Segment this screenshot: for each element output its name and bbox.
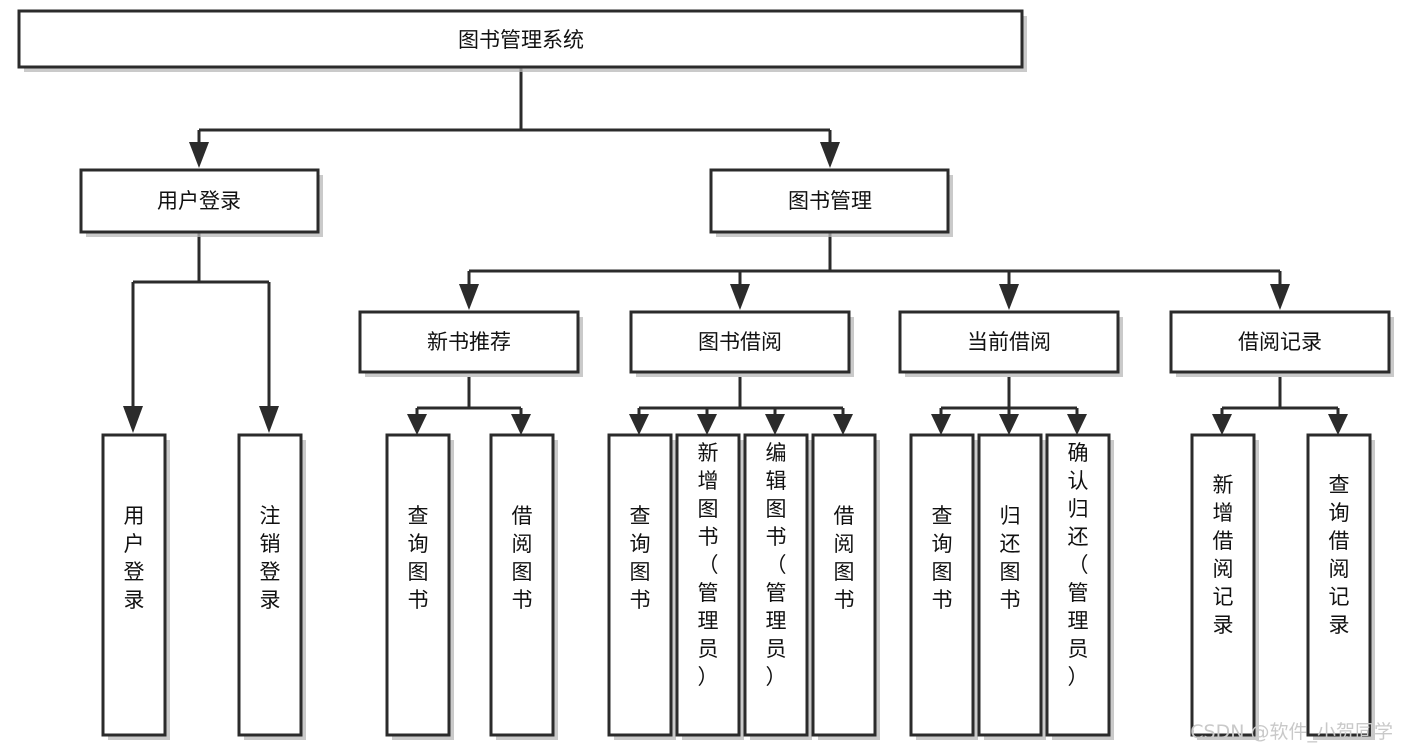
node-leaf-logout-label: 注销登录 (260, 504, 281, 612)
node-leaf-add-book[interactable]: 新增图书（管理员） (675, 433, 744, 740)
node-leaf-return-book[interactable]: 归还图书 (977, 433, 1046, 740)
arrow-borrow-record (1270, 284, 1290, 310)
node-user-login-box[interactable] (79, 168, 320, 234)
node-leaf-borrow-book-b-label: 借阅图书 (834, 504, 855, 612)
arrow-new-book-rec (459, 284, 479, 310)
node-current-borrow[interactable]: 当前借阅 (898, 310, 1123, 377)
node-layer: 图书管理系统 用户登录 图书管理 新书推荐 (17, 9, 1394, 740)
node-leaf-borrow-book-a-label: 借阅图书 (512, 504, 533, 612)
arrow-user-login (189, 142, 209, 168)
arrow-leaf-query-book-a (407, 414, 427, 435)
node-user-login[interactable]: 用户登录 (79, 168, 323, 237)
arrow-current-borrow (999, 284, 1019, 310)
watermark-label: CSDN @软件_小贺同学 (1190, 721, 1393, 743)
node-book-borrow-label: 图书借阅 (698, 330, 782, 354)
node-book-manage-box[interactable] (709, 168, 950, 234)
node-leaf-query-book-a-label: 查询图书 (408, 504, 429, 612)
node-leaf-add-book-box[interactable] (675, 433, 741, 737)
node-leaf-query-book-b[interactable]: 查询图书 (607, 433, 676, 740)
node-leaf-add-record-label: 新增借阅记录 (1213, 473, 1234, 637)
node-leaf-edit-book[interactable]: 编辑图书（管理员） (743, 433, 812, 740)
node-borrow-record-box[interactable] (1169, 310, 1391, 374)
node-leaf-return-book-label: 归还图书 (1000, 504, 1021, 612)
node-book-borrow-box[interactable] (629, 310, 851, 374)
node-root[interactable]: 图书管理系统 (17, 9, 1027, 72)
node-leaf-query-book-c-label: 查询图书 (932, 504, 953, 612)
arrow-leaf-query-book-c (931, 414, 951, 435)
node-leaf-add-record[interactable]: 新增借阅记录 (1190, 433, 1259, 740)
node-book-borrow[interactable]: 图书借阅 (629, 310, 854, 377)
node-leaf-query-book-c[interactable]: 查询图书 (909, 433, 978, 740)
node-root-label: 图书管理系统 (458, 28, 584, 52)
node-current-borrow-box[interactable] (898, 310, 1120, 374)
node-leaf-query-book-b-box[interactable] (607, 433, 673, 737)
node-leaf-query-record[interactable]: 查询借阅记录 (1306, 433, 1375, 740)
node-leaf-borrow-book-b[interactable]: 借阅图书 (811, 433, 880, 740)
arrow-leaf-add-book (697, 414, 717, 435)
node-user-login-label: 用户登录 (157, 189, 241, 213)
node-borrow-record-label: 借阅记录 (1238, 330, 1322, 354)
node-leaf-confirm-return[interactable]: 确认归还（管理员） (1045, 433, 1114, 740)
arrow-leaf-user-login (123, 406, 143, 433)
node-leaf-edit-book-label: 编辑图书（管理员） (766, 441, 787, 689)
node-leaf-query-record-label: 查询借阅记录 (1329, 473, 1350, 637)
node-current-borrow-label: 当前借阅 (967, 330, 1051, 354)
arrow-leaf-return-book (999, 414, 1019, 435)
node-leaf-query-record-box[interactable] (1306, 433, 1372, 737)
node-leaf-logout-box[interactable] (237, 433, 303, 737)
node-leaf-query-book-a-box[interactable] (385, 433, 451, 737)
node-leaf-borrow-book-a-box[interactable] (489, 433, 555, 737)
node-leaf-user-login-label: 用户登录 (124, 504, 145, 612)
node-leaf-confirm-return-label: 确认归还（管理员） (1068, 441, 1089, 689)
node-leaf-add-book-label: 新增图书（管理员） (698, 441, 719, 689)
node-leaf-user-login[interactable]: 用户登录 (101, 433, 170, 740)
node-new-book-rec-box[interactable] (358, 310, 580, 374)
arrow-leaf-query-record (1328, 414, 1348, 435)
node-leaf-logout[interactable]: 注销登录 (237, 433, 306, 740)
connector-layer (123, 68, 1348, 435)
arrow-book-manage (820, 142, 840, 168)
node-borrow-record[interactable]: 借阅记录 (1169, 310, 1394, 377)
node-new-book-rec[interactable]: 新书推荐 (358, 310, 583, 377)
node-new-book-rec-label: 新书推荐 (427, 330, 511, 354)
arrow-leaf-query-book-b (629, 414, 649, 435)
arrow-leaf-confirm-return (1067, 414, 1087, 435)
node-book-manage-label: 图书管理 (788, 189, 872, 213)
arrow-leaf-logout (259, 406, 279, 433)
arrow-leaf-borrow-book-a (511, 414, 531, 435)
node-leaf-query-book-a[interactable]: 查询图书 (385, 433, 454, 740)
arrow-leaf-borrow-book-b (833, 414, 853, 435)
node-leaf-borrow-book-a[interactable]: 借阅图书 (489, 433, 558, 740)
node-leaf-user-login-box[interactable] (101, 433, 167, 737)
arrow-leaf-add-record (1212, 414, 1232, 435)
node-root-box[interactable] (17, 9, 1024, 69)
watermark-layer: CSDN @软件_小贺同学 (1190, 721, 1393, 743)
node-leaf-return-book-box[interactable] (977, 433, 1043, 737)
node-leaf-query-book-c-box[interactable] (909, 433, 975, 737)
arrow-leaf-edit-book (765, 414, 785, 435)
node-leaf-confirm-return-box[interactable] (1045, 433, 1111, 737)
arrow-book-borrow (730, 284, 750, 310)
node-book-manage[interactable]: 图书管理 (709, 168, 953, 237)
node-leaf-borrow-book-b-box[interactable] (811, 433, 877, 737)
node-leaf-edit-book-box[interactable] (743, 433, 809, 737)
node-leaf-add-record-box[interactable] (1190, 433, 1256, 737)
node-leaf-query-book-b-label: 查询图书 (630, 504, 651, 612)
